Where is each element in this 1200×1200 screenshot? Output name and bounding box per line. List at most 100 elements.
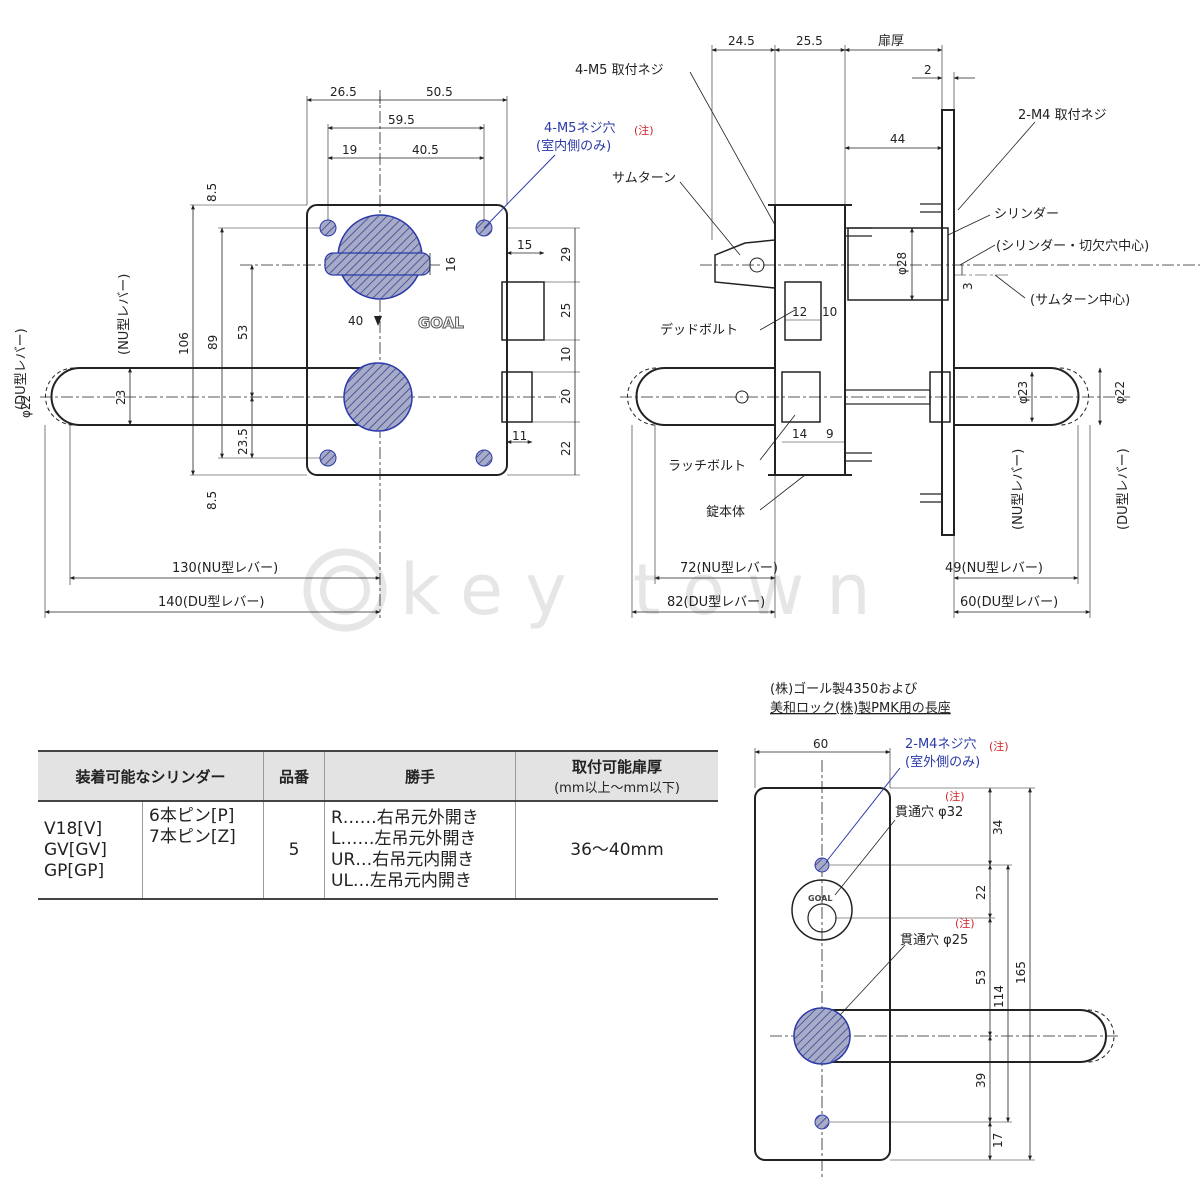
svg-text:10: 10 xyxy=(822,305,837,319)
svg-text:(NU型レバー): (NU型レバー) xyxy=(117,274,132,355)
svg-text:89: 89 xyxy=(206,335,220,350)
front-view xyxy=(40,90,580,618)
svg-text:デッドボルト: デッドボルト xyxy=(660,322,738,338)
svg-text:23: 23 xyxy=(114,390,128,405)
svg-text:72(NU型レバー): 72(NU型レバー) xyxy=(680,561,778,576)
svg-text:16: 16 xyxy=(444,257,458,272)
cell-cylinders: V18[V] GV[GV] GP[GP] xyxy=(38,801,143,900)
svg-text:25.5: 25.5 xyxy=(796,34,823,48)
table-row: V18[V] GV[GV] GP[GP] 6本ピン[P] 7本ピン[Z] 5 R… xyxy=(38,801,718,900)
plate-lever-hub xyxy=(793,1007,851,1065)
svg-text:60(DU型レバー): 60(DU型レバー) xyxy=(960,595,1058,610)
svg-text:49(NU型レバー): 49(NU型レバー) xyxy=(945,561,1043,576)
svg-text:40: 40 xyxy=(348,314,363,328)
svg-text:12: 12 xyxy=(792,305,807,319)
side-thumbturn xyxy=(714,239,776,289)
svg-text:20: 20 xyxy=(559,389,573,404)
svg-text:(注): (注) xyxy=(634,123,654,137)
svg-text:25: 25 xyxy=(559,303,573,318)
svg-text:22: 22 xyxy=(974,885,988,900)
side-plate xyxy=(941,109,955,536)
svg-text:2-M4ネジ穴: 2-M4ネジ穴 xyxy=(905,737,976,752)
svg-text:(シリンダー・切欠穴中心): (シリンダー・切欠穴中心) xyxy=(996,238,1149,254)
svg-text:8.5: 8.5 xyxy=(205,491,219,510)
svg-text:14: 14 xyxy=(792,427,807,441)
svg-text:9: 9 xyxy=(826,427,834,441)
svg-text:(注): (注) xyxy=(955,916,975,930)
svg-text:(株)ゴール製4350および: (株)ゴール製4350および xyxy=(770,681,917,697)
svg-text:26.5: 26.5 xyxy=(330,85,357,99)
cell-pins: 6本ピン[P] 7本ピン[Z] xyxy=(142,801,264,900)
svg-text:140(DU型レバー): 140(DU型レバー) xyxy=(158,595,264,610)
header-cylinder: 装着可能なシリンダー xyxy=(38,750,264,802)
svg-text:(DU型レバー): (DU型レバー) xyxy=(1116,448,1131,530)
side-view xyxy=(620,45,1200,618)
side-cylinder xyxy=(847,227,949,301)
svg-text:114: 114 xyxy=(992,985,1006,1008)
svg-text:2-M4 取付ネジ: 2-M4 取付ネジ xyxy=(1018,108,1107,123)
svg-text:59.5: 59.5 xyxy=(388,113,415,127)
plate-view-text: (株)ゴール製4350および 美和ロック(株)製PMK用の長座 60 2-M4ネ… xyxy=(770,681,1028,1148)
svg-text:2: 2 xyxy=(924,63,932,77)
front-brand-logo: GOAL xyxy=(418,314,464,332)
cell-part-no: 5 xyxy=(263,801,325,900)
svg-text:10: 10 xyxy=(559,347,573,362)
svg-text:8.5: 8.5 xyxy=(205,183,219,202)
header-door-thickness: 取付可能扉厚 (mm以上〜mm以下) xyxy=(515,750,718,802)
cell-door-thickness: 36〜40mm xyxy=(515,801,718,900)
svg-text:4-M5ネジ穴: 4-M5ネジ穴 xyxy=(544,121,615,136)
svg-text:106: 106 xyxy=(177,332,191,355)
front-lever xyxy=(50,367,380,426)
svg-text:美和ロック(株)製PMK用の長座: 美和ロック(株)製PMK用の長座 xyxy=(770,701,951,716)
front-view-text: 26.5 50.5 59.5 19 40.5 8.5 106 89 53 23 … xyxy=(14,85,654,610)
svg-text:φ22: φ22 xyxy=(1113,381,1127,404)
svg-text:53: 53 xyxy=(236,325,250,340)
watermark: key town xyxy=(303,548,893,632)
svg-text:165: 165 xyxy=(1014,961,1028,984)
svg-text:39: 39 xyxy=(974,1073,988,1088)
header-door-thickness-sub: (mm以上〜mm以下) xyxy=(554,781,680,796)
svg-text:key town: key town xyxy=(400,549,893,631)
cell-handing: R……右吊元外開き L……左吊元外開き UR…右吊元内開き UL…左吊元内開き xyxy=(324,801,516,900)
side-inner-lever xyxy=(635,367,775,426)
svg-text:貫通穴 φ32: 貫通穴 φ32 xyxy=(895,805,963,820)
svg-text:φ23: φ23 xyxy=(1016,381,1030,404)
side-outer-lever xyxy=(954,367,1080,426)
svg-text:(注): (注) xyxy=(989,739,1009,753)
header-part-no: 品番 xyxy=(263,750,325,802)
svg-text:サムターン: サムターン xyxy=(612,171,676,186)
svg-text:22: 22 xyxy=(559,441,573,456)
svg-text:3: 3 xyxy=(961,282,975,290)
plate-brand-logo: GOAL xyxy=(808,894,832,903)
svg-text:40.5: 40.5 xyxy=(412,143,439,157)
svg-text:11: 11 xyxy=(512,429,527,443)
spec-table-header: 装着可能なシリンダー 品番 勝手 取付可能扉厚 (mm以上〜mm以下) xyxy=(38,750,718,802)
plate-outline xyxy=(754,787,891,1161)
svg-text:錠本体: 錠本体 xyxy=(706,505,745,520)
svg-text:82(DU型レバー): 82(DU型レバー) xyxy=(667,595,765,610)
svg-text:50.5: 50.5 xyxy=(426,85,453,99)
svg-text:15: 15 xyxy=(517,238,532,252)
svg-text:(DU型レバー): (DU型レバー) xyxy=(14,328,29,410)
spec-table: 装着可能なシリンダー 品番 勝手 取付可能扉厚 (mm以上〜mm以下) V18[… xyxy=(38,750,718,900)
svg-text:(NU型レバー): (NU型レバー) xyxy=(1011,449,1026,530)
svg-text:(室内側のみ): (室内側のみ) xyxy=(536,138,611,154)
svg-text:24.5: 24.5 xyxy=(728,34,755,48)
svg-text:23.5: 23.5 xyxy=(236,428,250,455)
front-deadbolt xyxy=(501,281,545,341)
svg-text:(サムターン中心): (サムターン中心) xyxy=(1030,293,1130,308)
svg-text:130(NU型レバー): 130(NU型レバー) xyxy=(172,561,278,576)
svg-text:扉厚: 扉厚 xyxy=(878,33,904,49)
front-lever-hub xyxy=(343,362,413,432)
svg-text:貫通穴 φ25: 貫通穴 φ25 xyxy=(900,933,968,948)
svg-text:φ28: φ28 xyxy=(895,252,909,275)
svg-text:φ22: φ22 xyxy=(19,395,33,418)
svg-text:ラッチボルト: ラッチボルト xyxy=(668,459,746,474)
svg-text:44: 44 xyxy=(890,132,905,146)
plate-view xyxy=(754,748,1120,1180)
header-door-thickness-main: 取付可能扉厚 xyxy=(571,758,662,776)
svg-text:53: 53 xyxy=(974,970,988,985)
svg-text:(注): (注) xyxy=(945,789,965,803)
